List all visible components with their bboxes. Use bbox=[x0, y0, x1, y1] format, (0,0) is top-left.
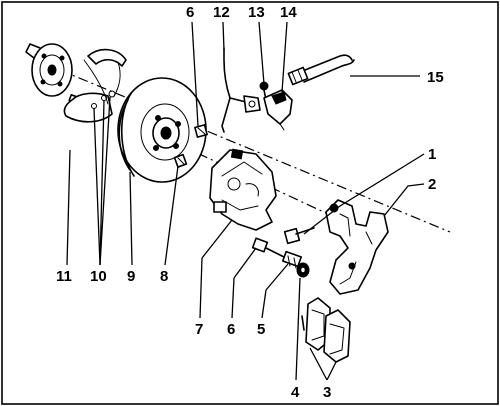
callout-2: 2 bbox=[428, 176, 436, 193]
brake-pads bbox=[301, 297, 351, 363]
callout-12: 12 bbox=[213, 4, 230, 21]
disc-retaining-screw bbox=[173, 153, 188, 168]
brake-caliper bbox=[209, 148, 277, 231]
callout-14: 14 bbox=[280, 4, 297, 21]
callout-6-top: 6 bbox=[186, 4, 194, 21]
leader-lines bbox=[66, 21, 425, 381]
callout-4: 4 bbox=[291, 384, 300, 401]
bleed-screw-top bbox=[194, 124, 208, 138]
mounting-bolt bbox=[283, 227, 315, 245]
callout-15: 15 bbox=[427, 69, 444, 86]
callout-10: 10 bbox=[90, 268, 107, 285]
guide-bolt bbox=[251, 237, 287, 259]
callout-6-bottom: 6 bbox=[227, 321, 235, 338]
callout-5: 5 bbox=[257, 321, 265, 338]
brake-hose bbox=[221, 47, 261, 133]
callout-13: 13 bbox=[248, 4, 265, 21]
hose-bracket bbox=[263, 89, 293, 131]
splash-shield bbox=[63, 48, 127, 123]
bushing bbox=[296, 262, 310, 278]
callout-8: 8 bbox=[160, 268, 168, 285]
guide-sleeve bbox=[281, 250, 303, 269]
caliper-carrier bbox=[325, 199, 389, 295]
callout-1: 1 bbox=[428, 146, 436, 163]
callout-3: 3 bbox=[323, 384, 331, 401]
callout-9: 9 bbox=[127, 268, 135, 285]
callout-numbers: 6 12 13 14 15 1 2 11 10 9 8 7 6 5 4 3 bbox=[56, 4, 444, 401]
wheel-hub bbox=[25, 43, 80, 104]
callout-11: 11 bbox=[56, 268, 72, 285]
brake-disc bbox=[117, 77, 207, 183]
callout-7: 7 bbox=[195, 321, 203, 338]
brake-line bbox=[287, 54, 355, 86]
